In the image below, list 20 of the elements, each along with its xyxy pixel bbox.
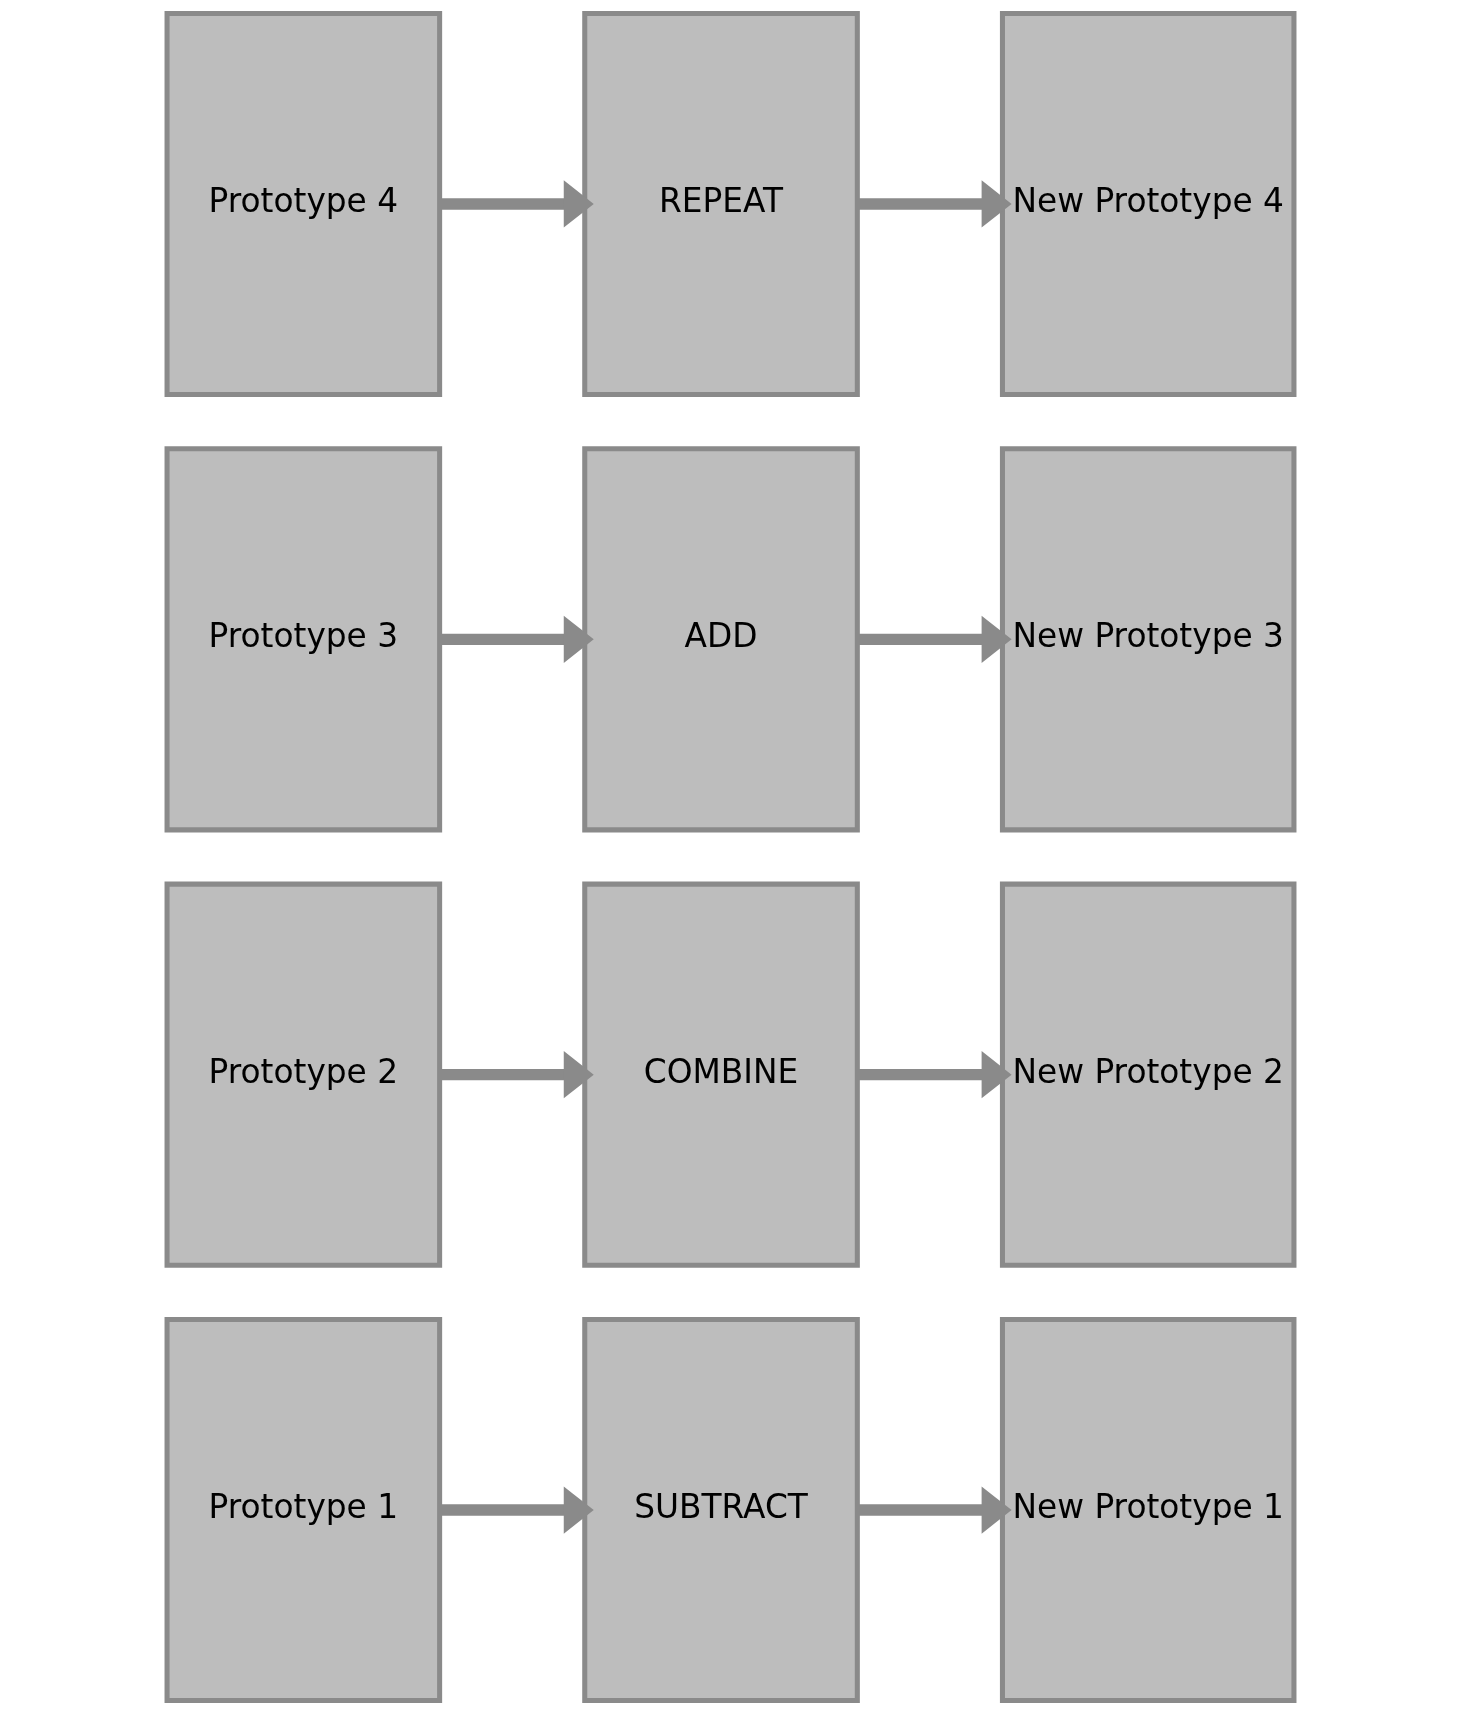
node-box: New Prototype 1 [999,1316,1297,1704]
node-box: New Prototype 2 [999,881,1297,1268]
node-box: REPEAT [582,10,860,398]
node-box: Prototype 4 [164,10,443,398]
node-box: SUBTRACT [582,1316,860,1704]
arrow [439,1486,594,1534]
node-box: Prototype 1 [164,1316,443,1704]
arrow [857,1051,1012,1099]
arrow [439,615,594,663]
node-box: New Prototype 3 [999,446,1297,833]
node-box: New Prototype 4 [999,10,1297,398]
arrow [439,180,594,228]
node-box: ADD [582,446,860,833]
arrow [857,615,1012,663]
node-box: Prototype 3 [164,446,443,833]
node-box: Prototype 2 [164,881,443,1268]
arrow [439,1051,594,1099]
arrow [857,180,1012,228]
node-box: COMBINE [582,881,860,1268]
arrow [857,1486,1012,1534]
